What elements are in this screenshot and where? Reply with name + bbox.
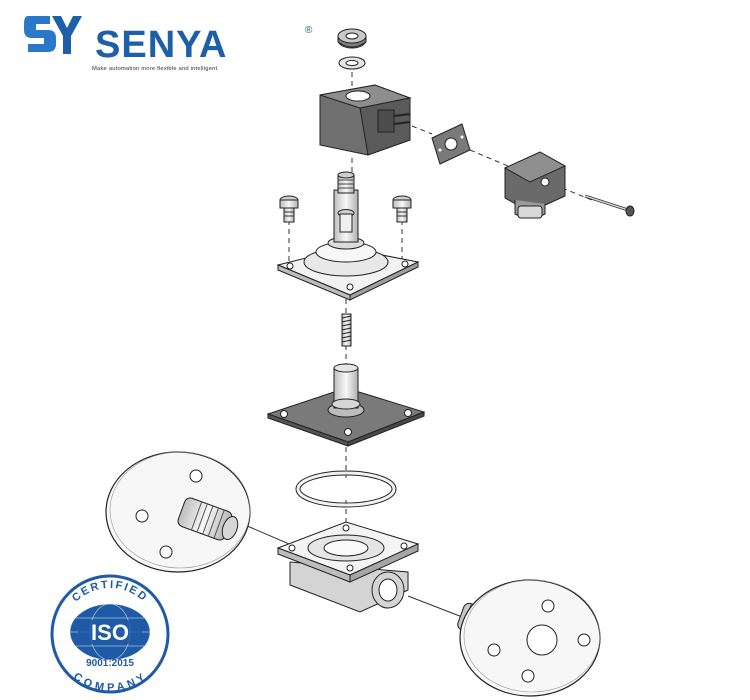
o-ring — [295, 470, 397, 508]
iso-standard-text: 9001:2015 — [86, 658, 134, 669]
bonnet-with-stem — [276, 171, 420, 301]
brand-logo: SENYA ® Make automation more flexible an… — [24, 16, 313, 72]
registered-mark: ® — [305, 25, 313, 36]
lock-nut — [337, 28, 367, 49]
gasket-plate — [431, 123, 471, 165]
iso-certification-badge: CERTIFIED COMPANY ISO 9001:2015 — [50, 574, 170, 694]
senya-logo-icon — [24, 16, 82, 54]
brand-name: SENYA — [95, 24, 227, 66]
iso-center-text: ISO — [91, 620, 129, 645]
stem-screw-left — [279, 195, 299, 223]
brand-tagline: Make automation more flexible and intell… — [92, 66, 218, 72]
spring — [341, 313, 352, 347]
flange-right — [457, 579, 601, 697]
stem-screw-right — [392, 195, 412, 223]
connector-plug — [503, 151, 567, 219]
valve-body — [276, 521, 420, 613]
solenoid-coil — [319, 84, 412, 156]
washer — [338, 56, 366, 70]
flange-left — [105, 451, 251, 573]
plunger-diaphragm-plate — [266, 363, 426, 447]
long-screw — [584, 194, 635, 217]
